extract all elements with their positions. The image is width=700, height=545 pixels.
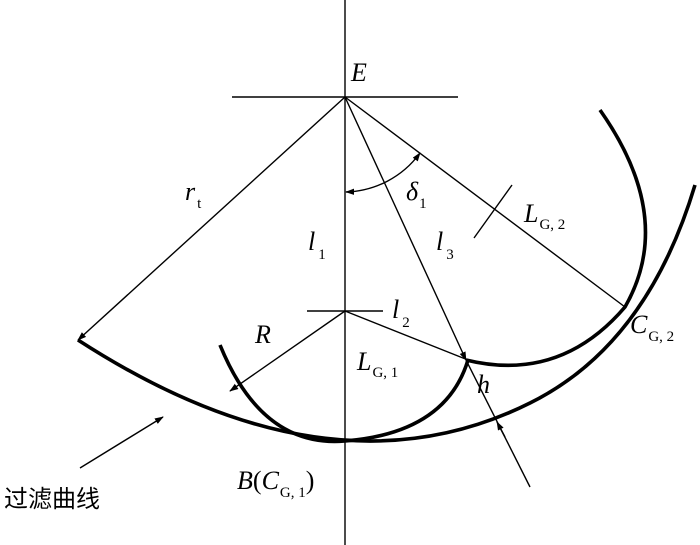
label-LG2: LG, 2 [523, 199, 565, 233]
label-LG1: LG, 1 [356, 347, 398, 381]
l2-line [344, 310, 469, 361]
label-filter-curve: 过滤曲线 [4, 485, 100, 513]
l3-line [344, 96, 467, 361]
line-E-to-CG2 [344, 96, 626, 308]
radius-R-line [229, 310, 346, 392]
delta-angle-arc [345, 152, 421, 195]
filter-curve-pointer [79, 416, 164, 469]
radius-rt-line [77, 96, 346, 341]
label-R: R [254, 320, 271, 349]
label-B-CG1: B(CG, 1) [237, 466, 314, 501]
label-E: E [350, 58, 367, 87]
LG2-cross-tick [473, 184, 513, 239]
label-h: h [477, 370, 490, 399]
label-delta1: δ1 [406, 177, 427, 212]
tool-circle-arc-1 [218, 344, 470, 444]
tool-circle-arc-2 [465, 108, 648, 368]
label-CG2: CG, 2 [630, 310, 674, 345]
filter-curve [77, 184, 697, 443]
h-arrow-tip [496, 421, 506, 438]
